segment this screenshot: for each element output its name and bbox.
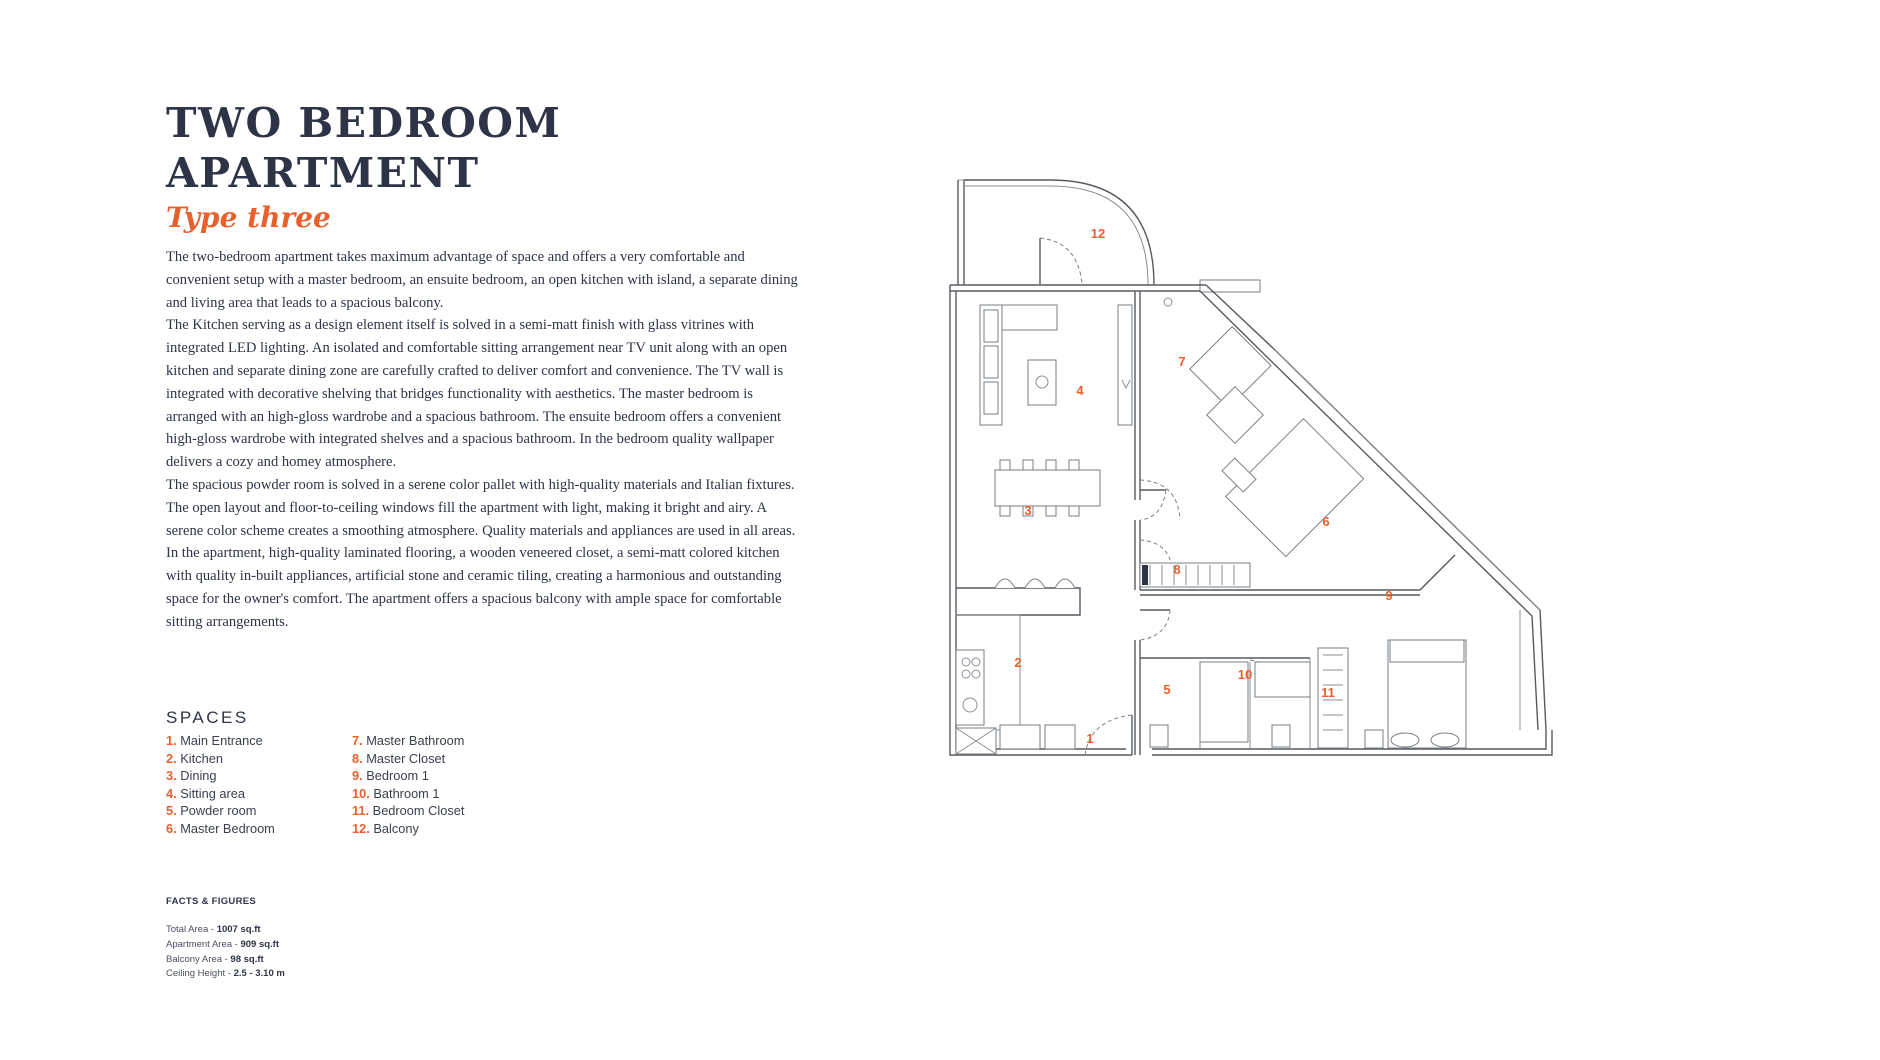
space-label: Master Bathroom	[366, 733, 465, 748]
space-label: Bedroom Closet	[372, 803, 465, 819]
room-number-3: 3	[1024, 503, 1031, 518]
room-number-1: 1	[1086, 731, 1093, 746]
description-paragraph-2: The Kitchen serving as a design element …	[166, 317, 788, 471]
space-item: 5. Powder room	[166, 803, 352, 821]
space-number: 4.	[166, 785, 177, 801]
page-title: TWO BEDROOM APARTMENT	[166, 98, 806, 198]
space-item: 2. Kitchen	[166, 751, 352, 769]
space-number: 6.	[166, 820, 177, 836]
space-number: 9.	[352, 768, 363, 784]
space-label: Powder room	[180, 803, 257, 819]
fact-balcony-area: Balcony Area - 98 sq.ft	[166, 953, 285, 968]
fact-value: 909 sq.ft	[240, 938, 279, 950]
master-bed	[1221, 417, 1365, 558]
sofa	[979, 304, 1058, 426]
balcony-outline	[957, 179, 1261, 293]
room-number-11: 11	[1321, 685, 1335, 700]
space-label: Dining	[180, 768, 217, 784]
bathroom-fixtures	[1149, 661, 1311, 748]
fact-ceiling-height: Ceiling Height - 2.5 - 3.10 m	[166, 967, 285, 982]
space-label: Bathroom 1	[373, 785, 440, 801]
room-number-2: 2	[1014, 655, 1021, 670]
room-numbers: 1 2 3 4 5 6 7 8 9 10 11 12	[1014, 226, 1392, 746]
room-number-7: 7	[1178, 354, 1185, 369]
space-item: 10. Bathroom 1	[352, 786, 572, 804]
floor-plan-drawing: 1 2 3 4 5 6 7 8 9 10 11 12	[949, 179, 1553, 756]
room-number-8: 8	[1173, 562, 1180, 577]
space-number: 10.	[352, 785, 370, 801]
spaces-heading: SPACES	[166, 708, 249, 727]
bedroom-bed	[1364, 639, 1467, 749]
space-item: 12. Balcony	[352, 821, 572, 839]
coffee-table	[1027, 359, 1057, 406]
space-label: Main Entrance	[180, 733, 263, 748]
kitchen-counter	[955, 649, 1076, 755]
space-item: 6. Master Bedroom	[166, 821, 352, 839]
dining-table	[994, 459, 1101, 517]
room-number-6: 6	[1322, 514, 1329, 529]
master-bathroom-fixtures	[1163, 297, 1272, 444]
description-paragraph-3: The spacious powder room is solved in a …	[166, 476, 796, 630]
room-number-12: 12	[1091, 226, 1105, 241]
space-number: 11.	[352, 803, 370, 819]
space-item: 9. Bedroom 1	[352, 768, 572, 786]
fact-label: Balcony Area -	[166, 953, 231, 965]
space-item: 3. Dining	[166, 768, 352, 786]
space-label: Sitting area	[180, 785, 245, 801]
description: The two-bedroom apartment takes maximum …	[166, 246, 806, 634]
title-line-1: TWO BEDROOM	[166, 99, 562, 147]
master-closet	[1139, 562, 1251, 588]
space-number: 2.	[166, 750, 177, 766]
floor-plan: 1 2 3 4 5 6 7 8 9 10 11 12	[900, 170, 1560, 770]
tv-unit	[1117, 304, 1133, 426]
room-number-9: 9	[1385, 588, 1392, 603]
balcony-door	[1039, 237, 1083, 285]
space-label: Master Bedroom	[180, 820, 275, 836]
intro-section: TWO BEDROOM APARTMENT Type three The two…	[166, 98, 806, 634]
room-number-5: 5	[1163, 682, 1170, 697]
spaces-legend: SPACES 1. Main Entrance 2. Kitchen 3. Di…	[166, 708, 586, 839]
space-number: 12.	[352, 820, 370, 836]
facts-figures: FACTS & FIGURES Total Area - 1007 sq.ft …	[166, 896, 285, 982]
facts-heading: FACTS & FIGURES	[166, 896, 257, 907]
space-label: Kitchen	[180, 750, 223, 766]
apartment-type-subtitle: Type three	[166, 201, 331, 234]
space-item: 7. Master Bathroom	[352, 733, 572, 751]
space-label: Bedroom 1	[366, 768, 429, 784]
space-number: 1.	[166, 733, 177, 748]
space-number: 3.	[166, 768, 177, 784]
bar-stools	[994, 578, 1076, 589]
bedroom-closet	[1317, 647, 1349, 749]
description-paragraph-1: The two-bedroom apartment takes maximum …	[166, 249, 798, 311]
fact-total-area: Total Area - 1007 sq.ft	[166, 923, 285, 938]
space-label: Balcony	[373, 820, 419, 836]
fact-label: Ceiling Height -	[166, 968, 234, 980]
fact-label: Apartment Area -	[166, 938, 241, 950]
space-item: 8. Master Closet	[352, 751, 572, 769]
space-item: 11. Bedroom Closet	[352, 803, 572, 821]
space-number: 8.	[352, 750, 363, 766]
fact-value: 2.5 - 3.10 m	[233, 968, 285, 980]
space-number: 5.	[166, 803, 177, 819]
fact-label: Total Area -	[166, 924, 217, 935]
fact-value: 98 sq.ft	[230, 953, 264, 965]
space-item: 1. Main Entrance	[166, 733, 352, 751]
title-line-2: APARTMENT	[166, 149, 480, 197]
fact-value: 1007 sq.ft	[216, 924, 261, 935]
space-number: 7.	[352, 733, 363, 748]
fact-apartment-area: Apartment Area - 909 sq.ft	[166, 938, 285, 953]
spaces-list: 1. Main Entrance 2. Kitchen 3. Dining 4.…	[166, 733, 586, 839]
room-number-4: 4	[1076, 383, 1084, 398]
space-label: Master Closet	[366, 750, 446, 766]
room-number-10: 10	[1238, 667, 1252, 682]
exterior-walls	[949, 284, 1553, 756]
space-item: 4. Sitting area	[166, 786, 352, 804]
